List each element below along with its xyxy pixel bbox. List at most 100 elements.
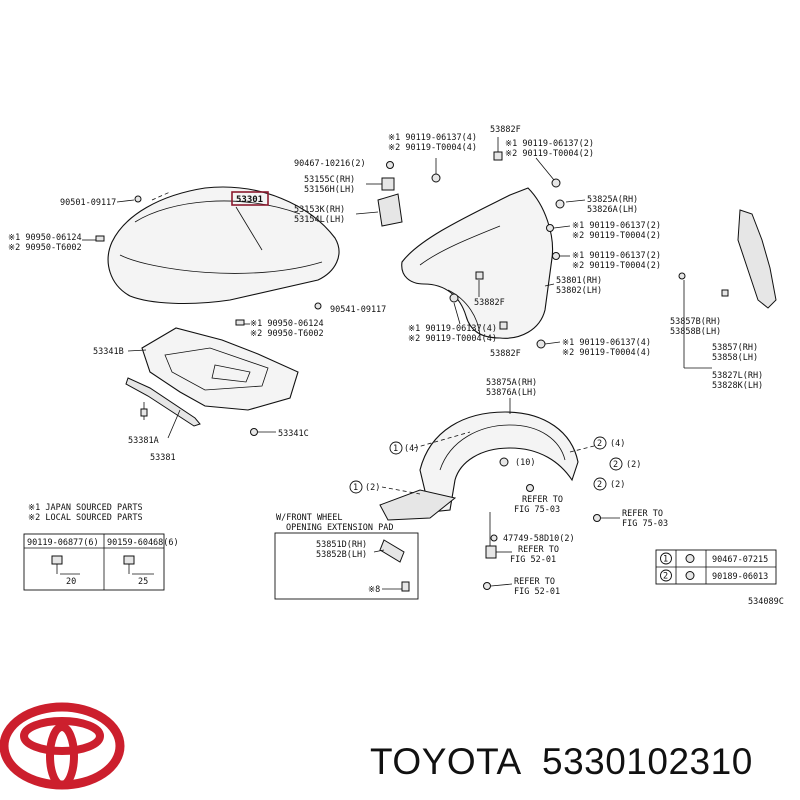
part-number: 5330102310 — [542, 741, 753, 782]
label-hood-clip-l2: ※2 90950-T6002 — [8, 243, 82, 253]
label-panel-lh: 53826A(LH) — [587, 205, 638, 215]
callout-2-c — [593, 477, 607, 491]
figure-id: 534089C — [748, 597, 784, 607]
label-refer-a1: REFER TO — [522, 495, 563, 505]
label-hood-clip-r: 90541-09117 — [330, 305, 386, 315]
key-2-number: 2 — [663, 572, 668, 582]
label-seal: 53381A — [128, 436, 159, 446]
bolt-icon — [685, 554, 695, 563]
extension-pad-box: 53851D(RH) 53852B(LH) ※8 — [274, 532, 419, 600]
table-part-b: 90159-60468(6) — [107, 538, 179, 548]
callout-1-a — [389, 441, 403, 455]
hood-seal — [125, 377, 201, 427]
label-seal-r-rh: 53857B(RH) — [670, 317, 721, 327]
label-fender-top-2: ※2 90119-T0004(4) — [388, 143, 477, 153]
label-insulator: 53341B — [93, 347, 124, 357]
label-hood-clip-top: 90501-09117 — [60, 198, 116, 208]
label-fender-bl-1: ※1 90119-06137(4) — [408, 324, 497, 334]
extension-title-2: OPENING EXTENSION PAD — [286, 523, 393, 533]
label-hood-clip-r1: ※1 90950-06124 — [250, 319, 324, 329]
bracket-a — [381, 177, 395, 191]
label-refer-b1: REFER TO — [622, 509, 663, 519]
label-bolt-a: 90467-10216(2) — [294, 159, 366, 169]
label-bracket-a-rh: 53155C(RH) — [304, 175, 355, 185]
label-fender-mid: 53882F — [474, 298, 505, 308]
callout-2-b — [609, 457, 623, 471]
label-fender-tr-2: ※2 90119-T0004(2) — [505, 149, 594, 159]
label-seal-r3-rh: 53827L(RH) — [712, 371, 763, 381]
label-panel-b1: ※1 90119-06137(2) — [572, 251, 661, 261]
label-seal-r2-lh: 53858(LH) — [712, 353, 758, 363]
callout-1-a-num: 1 — [393, 444, 398, 454]
fender-liner — [379, 411, 579, 521]
callout-1-b — [349, 480, 363, 494]
key-1-number: 1 — [663, 555, 668, 565]
toyota-logo-icon — [0, 702, 125, 790]
hood-part-label: 53301 — [236, 195, 263, 205]
callout-2-a — [593, 436, 607, 450]
callout-2-a-qty: (4) — [610, 439, 625, 449]
label-refer-d2: FIG 52-01 — [514, 587, 560, 597]
table-dim-a: 20 — [66, 577, 76, 587]
extension-title-1: W/FRONT WHEEL — [276, 513, 343, 523]
label-ext-rh: 53851D(RH) — [316, 540, 367, 550]
key-1-part: 90467-07215 — [712, 555, 768, 565]
label-hood-clip-l1: ※1 90950-06124 — [8, 233, 82, 243]
label-refer-c1: REFER TO — [518, 545, 559, 555]
label-insulator-clip: 53341C — [278, 429, 309, 439]
label-clip-c: 47749-58D10(2) — [503, 534, 575, 544]
front-fender — [401, 187, 554, 339]
label-seal-r2-rh: 53857(RH) — [712, 343, 758, 353]
label-panel-2: ※2 90119-T0004(2) — [572, 231, 661, 241]
brand-name: TOYOTA — [370, 741, 522, 782]
callout-1-b-qty: (2) — [365, 483, 380, 493]
label-panel-rh: 53825A(RH) — [587, 195, 638, 205]
legend-japan-sourced: ※1 JAPAN SOURCED PARTS — [28, 503, 143, 513]
label-seal-main: 53381 — [150, 453, 176, 463]
label-refer-b2: FIG 75-03 — [622, 519, 668, 529]
label-bracket-b-lh: 53154L(LH) — [294, 215, 345, 225]
label-panel-1: ※1 90119-06137(2) — [572, 221, 661, 231]
label-panel-b2: ※2 90119-T0004(2) — [572, 261, 661, 271]
fender-side-seal — [737, 209, 777, 309]
callout-10-qty: (10) — [515, 458, 535, 468]
legend-local-sourced: ※2 LOCAL SOURCED PARTS — [28, 513, 143, 523]
key-2-part: 90189-06013 — [712, 572, 768, 582]
callout-1-a-qty: (4) — [404, 444, 419, 454]
hood-highlight-box — [231, 191, 269, 206]
label-fender-top-part: 53882F — [490, 125, 521, 135]
label-seal-r3-lh: 53828K(LH) — [712, 381, 763, 391]
fastener-table: 90119-06877(6) 90159-60468(6) 20 25 — [23, 533, 179, 591]
label-fender-top-1: ※1 90119-06137(4) — [388, 133, 477, 143]
label-liner-lh: 53876A(LH) — [486, 388, 537, 398]
label-fender-lh: 53802(LH) — [556, 286, 602, 296]
label-fender-br-1: ※1 90119-06137(4) — [562, 338, 651, 348]
callout-2-c-qty: (2) — [610, 480, 625, 490]
callout-2-b-qty: (2) — [626, 460, 641, 470]
callout-2-a-num: 2 — [597, 439, 602, 449]
label-fender-rh: 53801(RH) — [556, 276, 602, 286]
callout-2-b-num: 2 — [613, 460, 618, 470]
label-ext-mark: ※8 — [368, 585, 380, 595]
label-ext-lh: 53852B(LH) — [316, 550, 367, 560]
table-part-a: 90119-06877(6) — [27, 538, 99, 548]
label-fender-br-2: ※2 90119-T0004(4) — [562, 348, 651, 358]
callout-1-b-num: 1 — [353, 483, 358, 493]
label-refer-d1: REFER TO — [514, 577, 555, 587]
label-refer-a2: FIG 75-03 — [514, 505, 560, 515]
label-hood-clip-r2: ※2 90950-T6002 — [250, 329, 324, 339]
label-fender-bl-2: ※2 90119-T0004(4) — [408, 334, 497, 344]
bracket-b — [377, 193, 403, 227]
hood-panel — [107, 186, 340, 305]
label-seal-r-lh: 53858B(LH) — [670, 327, 721, 337]
label-refer-c2: FIG 52-01 — [510, 555, 556, 565]
label-fender-tr-1: ※1 90119-06137(2) — [505, 139, 594, 149]
label-bracket-a-lh: 53156H(LH) — [304, 185, 355, 195]
callout-2-c-num: 2 — [597, 480, 602, 490]
label-bracket-b-rh: 53153K(RH) — [294, 205, 345, 215]
hood-insulator — [141, 327, 299, 411]
label-liner-rh: 53875A(RH) — [486, 378, 537, 388]
key-table: 1 2 90467-07215 90189-06013 — [655, 549, 777, 585]
